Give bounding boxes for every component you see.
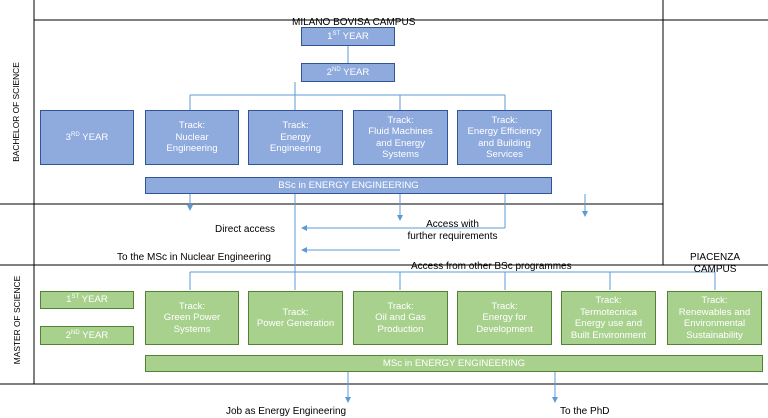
msc-track-termotecnica: Track: Termotecnica Energy use and Built… <box>561 291 656 345</box>
access-further-requirements-label: Access with further requirements <box>407 219 498 242</box>
bsc-year-3-box: 3RD YEAR <box>40 110 134 165</box>
msc-track-energy-for-development: Track: Energy for Development <box>457 291 552 345</box>
campus-piacenza-title: PIACENZA CAMPUS <box>689 252 740 275</box>
msc-degree-bar: MSc in ENERGY ENGINEERING <box>145 355 763 372</box>
bsc-track-energy-efficiency: Track: Energy Efficiency and Building Se… <box>457 110 552 165</box>
msc-track-renewables: Track: Renewables and Environmental Sust… <box>667 291 762 345</box>
msc-track-power-generation: Track: Power Generation <box>248 291 343 345</box>
phd-outcome-label: To the PhD <box>560 406 610 417</box>
access-other-bsc-label: Access from other BSc programmes <box>411 261 572 272</box>
msc-year-2-box: 2ND YEAR <box>40 326 134 345</box>
section-frame <box>0 0 768 385</box>
campus-milano-title: MILANO BOVISA CAMPUS <box>292 17 416 28</box>
bachelor-section-label: BACHELOR OF SCIENCE <box>11 62 21 162</box>
connectors <box>187 46 716 403</box>
direct-access-label: Direct access <box>215 224 276 235</box>
bsc-track-nuclear-engineering: Track: Nuclear Engineering <box>145 110 239 165</box>
bsc-degree-bar: BSc in ENERGY ENGINEERING <box>145 177 552 194</box>
bsc-year-1-box: 1ST YEAR <box>301 27 395 46</box>
msc-year-1-box: 1ST YEAR <box>40 291 134 309</box>
to-msc-nuclear-label: To the MSc in Nuclear Engineering <box>117 252 271 263</box>
msc-track-oil-and-gas: Track: Oil and Gas Production <box>353 291 448 345</box>
bsc-track-fluid-machines: Track: Fluid Machines and Energy Systems <box>353 110 448 165</box>
bsc-track-energy-engineering: Track: Energy Engineering <box>248 110 343 165</box>
master-section-label: MASTER OF SCIENCE <box>12 275 22 365</box>
msc-track-green-power-systems: Track: Green Power Systems <box>145 291 239 345</box>
bsc-year-2-box: 2ND YEAR <box>301 63 395 82</box>
job-outcome-label: Job as Energy Engineering <box>226 406 347 417</box>
